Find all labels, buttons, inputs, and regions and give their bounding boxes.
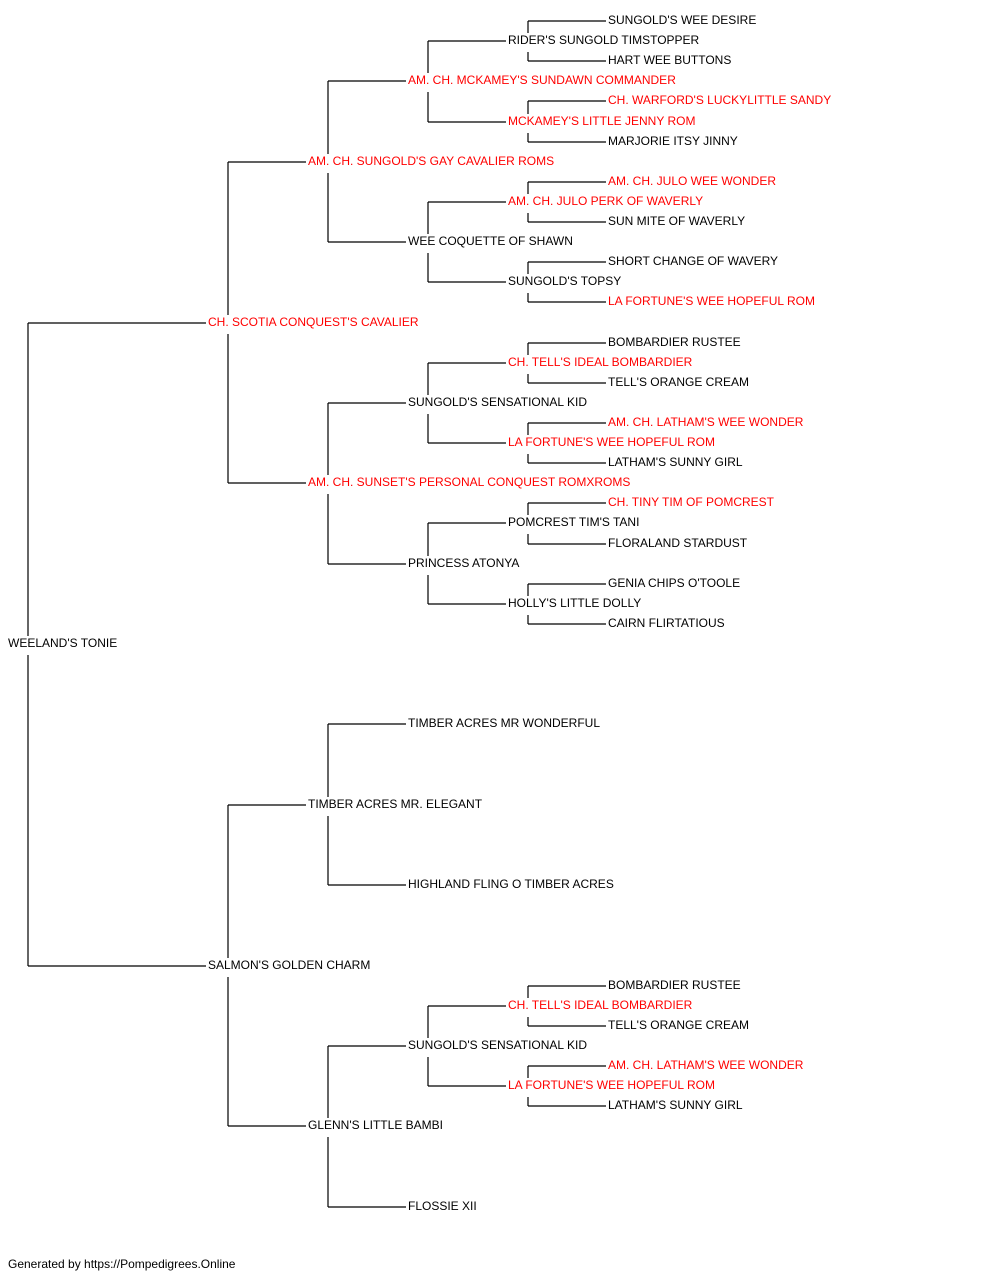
ancestor-name: HIGHLAND FLING O TIMBER ACRES [408,877,614,891]
ancestor-name: POMCREST TIM'S TANI [508,515,640,529]
ancestor-name: AM. CH. JULO PERK OF WAVERLY [508,194,704,208]
ancestor-name: CH. SCOTIA CONQUEST'S CAVALIER [208,315,419,329]
ancestor-name: RIDER'S SUNGOLD TIMSTOPPER [508,33,700,47]
ancestor-name: HOLLY'S LITTLE DOLLY [508,596,642,610]
ancestor-name: TELL'S ORANGE CREAM [608,1018,749,1032]
ancestor-name: SUNGOLD'S SENSATIONAL KID [408,1038,587,1052]
ancestor-name: AM. CH. JULO WEE WONDER [608,174,777,188]
ancestor-name: LA FORTUNE'S WEE HOPEFUL ROM [508,1078,715,1092]
ancestor-name: SUN MITE OF WAVERLY [608,214,746,228]
ancestor-name: FLORALAND STARDUST [608,536,748,550]
ancestor-name: AM. CH. MCKAMEY'S SUNDAWN COMMANDER [408,73,676,87]
ancestor-name: TIMBER ACRES MR WONDERFUL [408,716,601,730]
ancestor-name: SALMON'S GOLDEN CHARM [208,958,371,972]
subject-dog-name: WEELAND'S TONIE [8,636,118,650]
ancestor-name: HART WEE BUTTONS [608,53,732,67]
ancestor-name: MARJORIE ITSY JINNY [608,134,738,148]
footer-credit: Generated by https://Pompedigrees.Online [8,1257,236,1271]
ancestor-name: GENIA CHIPS O'TOOLE [608,576,741,590]
ancestor-name: SHORT CHANGE OF WAVERY [608,254,779,268]
ancestor-name: AM. CH. LATHAM'S WEE WONDER [608,1058,804,1072]
ancestor-name: PRINCESS ATONYA [408,556,520,570]
ancestor-name: AM. CH. SUNSET'S PERSONAL CONQUEST ROMXR… [308,475,631,489]
ancestor-name: FLOSSIE XII [408,1199,477,1213]
ancestor-name: TIMBER ACRES MR. ELEGANT [308,797,483,811]
ancestor-name: CH. WARFORD'S LUCKYLITTLE SANDY [608,93,832,107]
ancestor-name: LA FORTUNE'S WEE HOPEFUL ROM [608,294,815,308]
ancestor-name: SUNGOLD'S WEE DESIRE [608,13,757,27]
ancestor-name: SUNGOLD'S SENSATIONAL KID [408,395,587,409]
ancestor-name: MCKAMEY'S LITTLE JENNY ROM [508,114,696,128]
ancestor-name: CH. TELL'S IDEAL BOMBARDIER [508,355,693,369]
ancestor-name: LATHAM'S SUNNY GIRL [608,1098,743,1112]
ancestor-name: CH. TINY TIM OF POMCREST [608,495,775,509]
ancestor-name: CH. TELL'S IDEAL BOMBARDIER [508,998,693,1012]
ancestor-name: AM. CH. SUNGOLD'S GAY CAVALIER ROMS [308,154,555,168]
ancestor-name: WEE COQUETTE OF SHAWN [408,234,573,248]
ancestor-name: GLENN'S LITTLE BAMBI [308,1118,443,1132]
ancestor-name: SUNGOLD'S TOPSY [508,274,622,288]
ancestor-name: BOMBARDIER RUSTEE [608,335,741,349]
ancestor-name: LATHAM'S SUNNY GIRL [608,455,743,469]
ancestor-name: LA FORTUNE'S WEE HOPEFUL ROM [508,435,715,449]
ancestor-name: TELL'S ORANGE CREAM [608,375,749,389]
ancestor-name: CAIRN FLIRTATIOUS [608,616,725,630]
ancestor-name: AM. CH. LATHAM'S WEE WONDER [608,415,804,429]
ancestor-name: BOMBARDIER RUSTEE [608,978,741,992]
